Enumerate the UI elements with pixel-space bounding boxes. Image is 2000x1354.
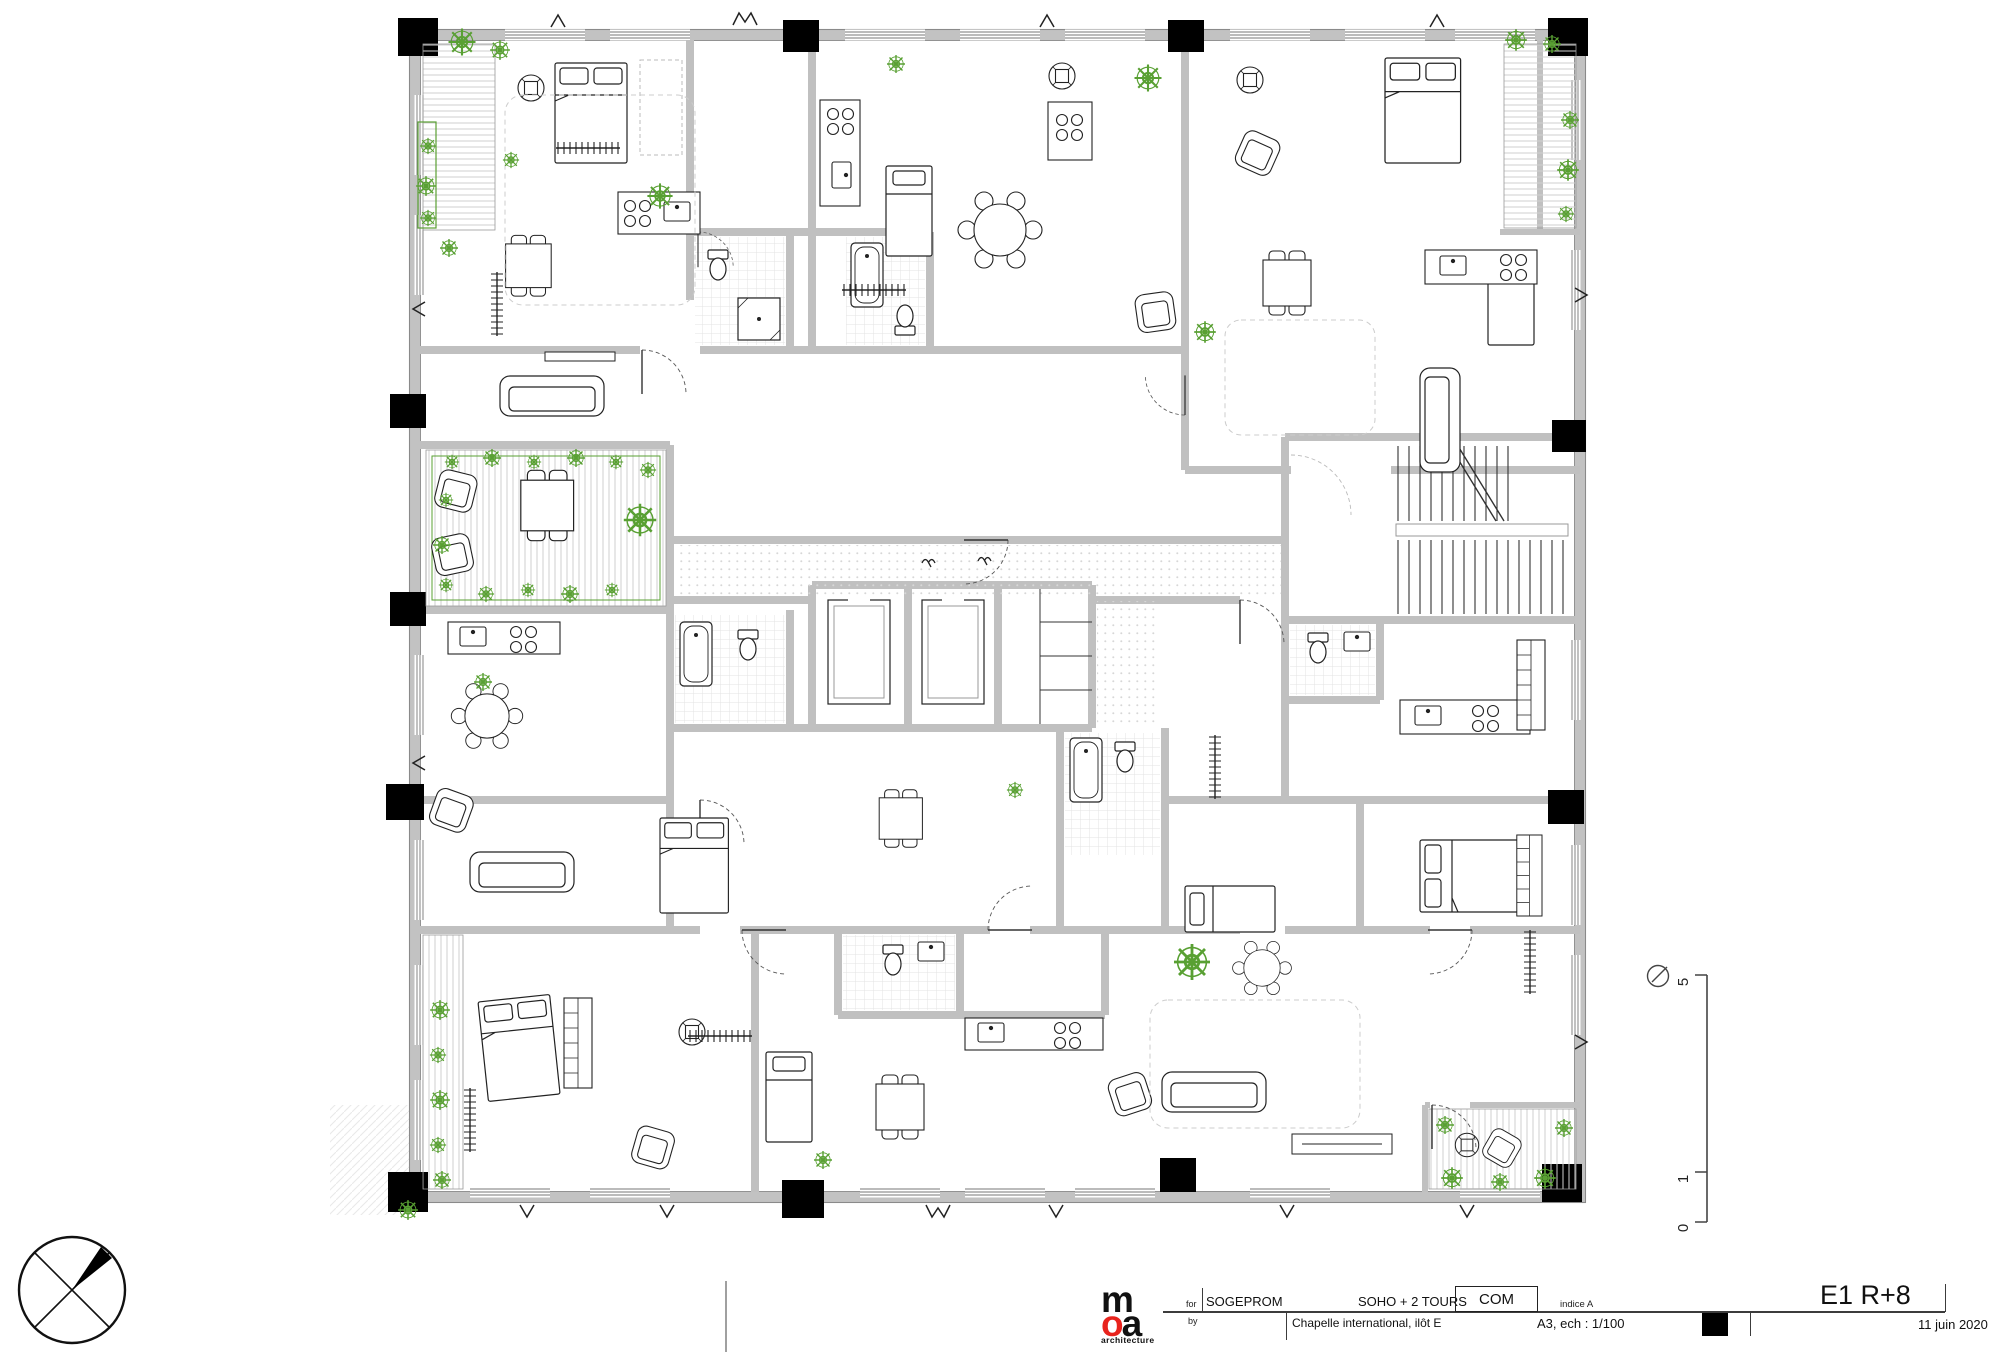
plant-icon (886, 54, 906, 74)
plant-icon (419, 137, 437, 155)
plant-icon (1556, 158, 1580, 182)
titleblock-divider (1286, 1312, 1287, 1340)
single-bed-icon (1184, 885, 1276, 933)
outdoor-table-icon (520, 469, 575, 542)
plant-icon (813, 1150, 833, 1170)
titleblock-rule (1163, 1311, 1945, 1313)
scale-label-1: 1 (1675, 1175, 1692, 1183)
dining-table-icon (1262, 250, 1312, 316)
plant-icon (1006, 781, 1024, 799)
for-label: for (1186, 1299, 1197, 1309)
plant-icon (502, 151, 520, 169)
format-scale: A3, ech : 1/100 (1537, 1316, 1625, 1331)
double-bed-icon (659, 817, 729, 914)
balcony-bottom-left (422, 934, 464, 1190)
kitchen-counter (447, 621, 561, 655)
titleblock-black-square (1702, 1313, 1728, 1336)
single-bed-icon (765, 1051, 813, 1143)
orientation-dial-icon (1646, 964, 1670, 988)
double-bed-icon (1419, 839, 1521, 913)
plant-icon (622, 502, 658, 538)
plant-icon (489, 39, 511, 61)
bathrooms (675, 237, 1375, 1010)
sofa-icon (469, 851, 575, 893)
double-bed-icon (477, 993, 561, 1103)
kitchen-counter (964, 1017, 1104, 1051)
wardrobe-icon (563, 997, 593, 1089)
double-bed-icon (1384, 57, 1462, 164)
client-name: SOGEPROM (1206, 1294, 1283, 1309)
kitchen-counter (1399, 699, 1531, 735)
dining-table-icon (505, 234, 552, 297)
titleblock-divider (1945, 1284, 1946, 1312)
drawing-date: 11 juin 2020 (1918, 1317, 1988, 1332)
plant-icon (1193, 320, 1217, 344)
logo-letter-o: o (1101, 1303, 1124, 1344)
kitchen-counter (819, 99, 861, 207)
balcony-top-right (1503, 43, 1577, 229)
plant-icon (1504, 28, 1528, 52)
plant-icon (1133, 63, 1163, 93)
by-label: by (1188, 1316, 1198, 1326)
plant-icon (1557, 205, 1575, 223)
shaft-shelves (1039, 589, 1092, 724)
furniture (426, 57, 1546, 1172)
plant-icon (1172, 942, 1212, 982)
plant-icon (447, 27, 477, 57)
revision-label: indice A (1560, 1299, 1594, 1310)
kitchen-counter (1424, 249, 1538, 285)
sofa-icon (1419, 367, 1461, 473)
dining-table-icon (875, 1074, 925, 1140)
plant-icon (419, 209, 437, 227)
elevator-core (826, 589, 1092, 724)
plant-icon (1542, 34, 1562, 54)
moa-logo: m oa architecture (1101, 1281, 1171, 1345)
elevator-car-icon (920, 598, 986, 706)
logo-letter-a: a (1121, 1303, 1143, 1344)
project-name: SOHO + 2 TOURS (1358, 1294, 1467, 1309)
sofa-icon (499, 375, 605, 417)
plant-icon (415, 175, 437, 197)
project-location: Chapelle international, ilôt E (1292, 1316, 1442, 1330)
titleblock-divider (1750, 1313, 1751, 1336)
staircase (1290, 443, 1569, 614)
north-arrow (17, 1235, 127, 1345)
wardrobe-icon (1516, 639, 1546, 731)
corridor-floor (675, 545, 1281, 724)
plant-icon (439, 238, 459, 258)
titleblock-divider (1202, 1288, 1203, 1312)
drawing-code: E1 R+8 (1820, 1280, 1911, 1310)
phase-badge: COM (1455, 1286, 1538, 1312)
plant-icon (1560, 110, 1580, 130)
plant-icon (646, 182, 674, 210)
elevator-car-icon (826, 598, 892, 706)
scale-label-0: 0 (1675, 1224, 1692, 1232)
sofa-icon (1161, 1071, 1267, 1113)
single-bed-icon (885, 165, 933, 257)
logo-subtitle: architecture (1101, 1335, 1155, 1345)
scale-label-5: 5 (1675, 978, 1692, 986)
scale-bar: 5 1 0 (1646, 964, 1708, 1232)
interior-walls (420, 40, 1580, 1192)
balcony-top-left (417, 43, 496, 231)
plant-icon (473, 672, 493, 692)
